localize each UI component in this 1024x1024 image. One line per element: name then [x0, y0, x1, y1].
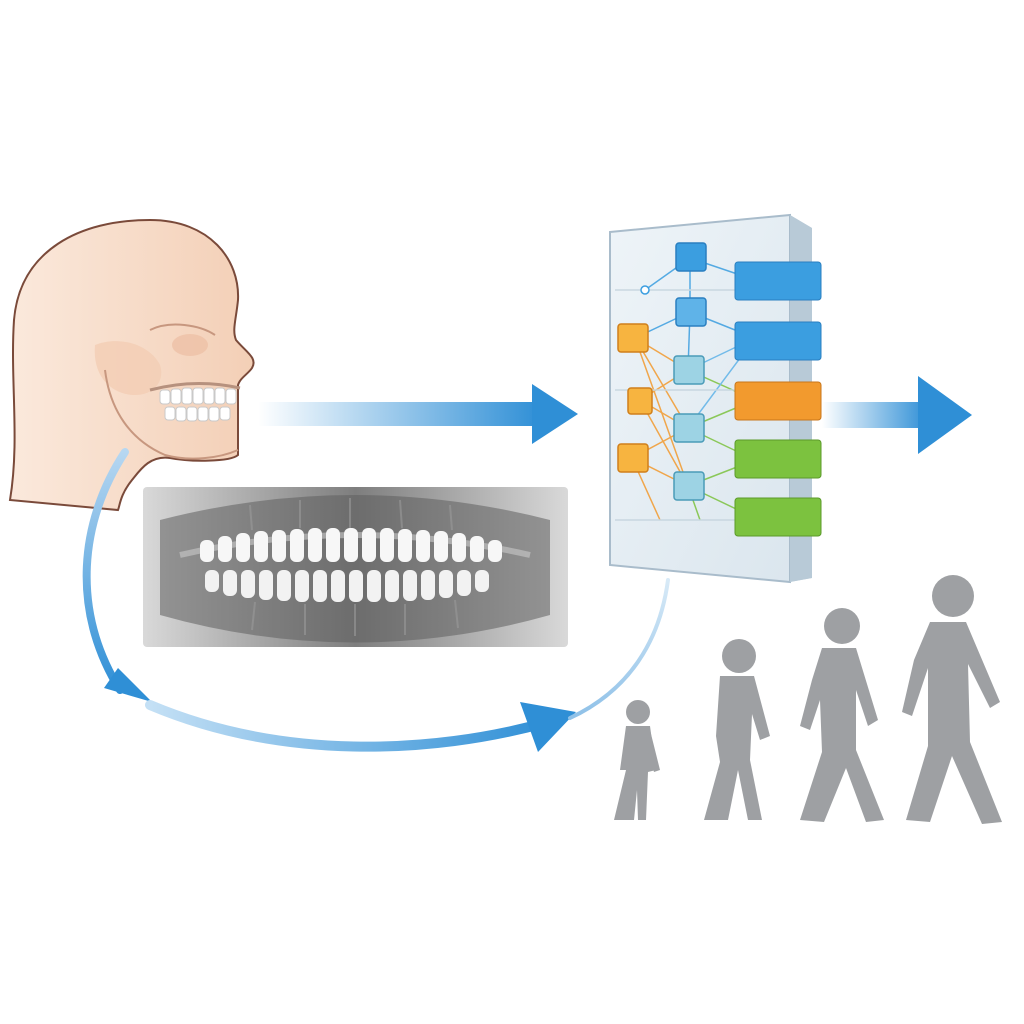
preteen-silhouette	[704, 639, 770, 820]
network-input-nodes	[617, 323, 653, 473]
child-silhouette	[614, 700, 660, 820]
xray-upper-teeth	[200, 528, 502, 562]
upper-teeth	[159, 387, 237, 405]
network-output-blocks	[734, 261, 822, 537]
human-growth-silhouettes-icon	[614, 575, 1002, 824]
arrow-to-ages	[145, 700, 576, 752]
arrow-network-to-ages	[568, 578, 670, 720]
teen-silhouette	[800, 608, 884, 822]
xray-lower-teeth	[205, 570, 489, 602]
adult-silhouette	[902, 575, 1002, 824]
arrow-network-to-output	[822, 376, 972, 454]
arrow-head-to-network	[258, 384, 578, 444]
lower-teeth	[164, 406, 231, 422]
skull-head-profile-icon	[8, 218, 255, 512]
xray-roots	[249, 498, 459, 636]
neural-network-panel-icon	[609, 213, 822, 584]
arrow-head-to-xray	[82, 448, 152, 702]
panoramic-dental-xray-icon	[143, 487, 568, 647]
network-hidden-nodes	[673, 242, 707, 501]
